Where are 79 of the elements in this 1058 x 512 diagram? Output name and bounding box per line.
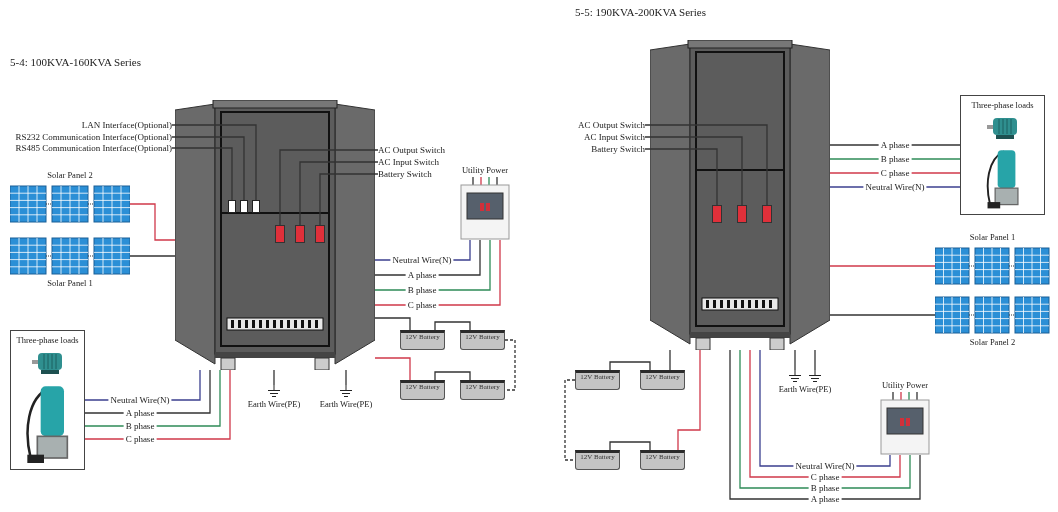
edge-label: C phase xyxy=(123,434,157,444)
breaker-switch xyxy=(712,205,722,223)
wire xyxy=(504,339,516,391)
breaker-switch xyxy=(737,205,747,223)
callout-label: Battery Switch xyxy=(591,143,645,155)
leader-line xyxy=(171,136,245,201)
edge-label: A phase xyxy=(808,494,842,504)
edge-label: C phase xyxy=(405,300,439,310)
section-title: 5-4: 100KVA-160KVA Series xyxy=(10,56,141,69)
panel-title: Three-phase loads xyxy=(15,335,80,346)
panel-caption: Solar Panel 1 xyxy=(46,278,94,289)
leader-line xyxy=(644,124,768,206)
panel-caption: Solar Panel 1 xyxy=(968,232,1017,243)
load-panel xyxy=(960,95,1045,215)
wire xyxy=(739,349,911,489)
panel-caption: Solar Panel 2 xyxy=(968,337,1017,348)
leader-line xyxy=(644,148,718,206)
wire xyxy=(564,379,576,461)
wire xyxy=(794,349,796,371)
edge-label: B phase xyxy=(405,285,439,295)
interface-port xyxy=(240,200,248,213)
wire xyxy=(829,314,936,316)
edge-label: A phase xyxy=(405,270,439,280)
edge-label: Neutral Wire(N) xyxy=(108,395,172,405)
panel-title: Three-phase loads xyxy=(970,100,1035,111)
leader-line xyxy=(279,149,379,226)
breaker-switch xyxy=(315,225,325,243)
wire xyxy=(374,317,411,331)
wire xyxy=(129,255,176,257)
section-title: 5-5: 190KVA-200KVA Series xyxy=(575,6,706,19)
edge-label: B phase xyxy=(808,483,842,493)
wire xyxy=(814,349,816,371)
leader-line xyxy=(171,147,233,201)
wire xyxy=(345,369,347,386)
wire xyxy=(434,371,471,381)
wire xyxy=(829,265,936,267)
leader-line xyxy=(171,124,257,201)
interface-port xyxy=(252,200,260,213)
leader-line xyxy=(299,161,379,226)
edge-label: B phase xyxy=(123,421,157,431)
wire xyxy=(729,349,921,500)
callout-label: RS485 Communication Interface(Optional) xyxy=(15,142,172,154)
callout-label: AC Input Switch xyxy=(584,131,645,143)
edge-label: C phase xyxy=(878,168,912,178)
wire xyxy=(374,357,411,381)
wire xyxy=(669,349,671,371)
callout-label: Battery Switch xyxy=(378,168,432,180)
callout-label: AC Output Switch xyxy=(578,119,645,131)
node-caption: Earth Wire(PE) xyxy=(777,384,833,395)
wire xyxy=(609,361,651,371)
leader-line xyxy=(644,136,743,206)
edge-label: C phase xyxy=(808,472,842,482)
panel-caption: Solar Panel 2 xyxy=(46,170,94,181)
wire xyxy=(273,369,275,386)
edge-label: Neutral Wire(N) xyxy=(793,461,857,471)
wire xyxy=(609,441,651,451)
breaker-switch xyxy=(762,205,772,223)
node-caption: Earth Wire(PE) xyxy=(318,399,374,410)
callout-label: AC Input Switch xyxy=(378,156,439,168)
edge-label: A phase xyxy=(123,408,157,418)
breaker-switch xyxy=(275,225,285,243)
wire xyxy=(677,349,701,451)
callout-label: RS232 Communication Interface(Optional) xyxy=(15,131,172,143)
node-title: Utility Power xyxy=(460,165,509,176)
edge-label: B phase xyxy=(878,154,912,164)
node-caption: Earth Wire(PE) xyxy=(246,399,302,410)
interface-port xyxy=(228,200,236,213)
callout-label: AC Output Switch xyxy=(378,144,445,156)
edge-label: Neutral Wire(N) xyxy=(390,255,454,265)
node-title: Utility Power xyxy=(880,380,929,391)
wire xyxy=(434,321,471,331)
callout-label: LAN Interface(Optional) xyxy=(81,119,172,131)
edge-label: Neutral Wire(N) xyxy=(863,182,927,192)
edge-label: A phase xyxy=(878,140,912,150)
wire xyxy=(129,203,176,241)
leader-line xyxy=(319,173,379,226)
wire xyxy=(749,349,901,478)
breaker-switch xyxy=(295,225,305,243)
load-panel xyxy=(10,330,85,470)
